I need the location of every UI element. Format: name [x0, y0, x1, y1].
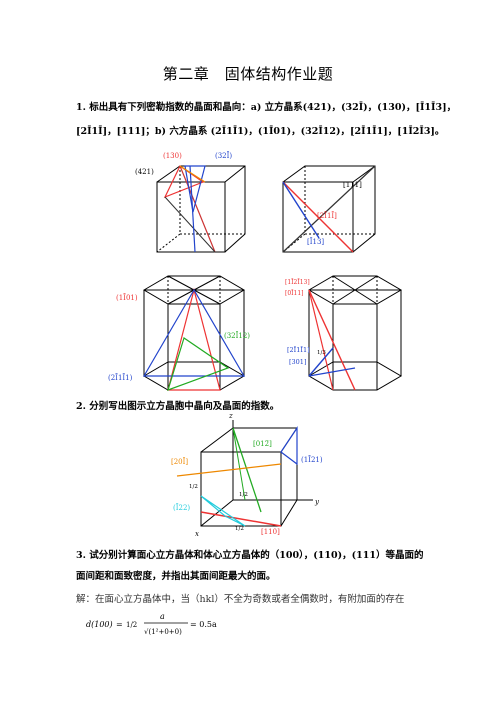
question-3-line-1: 3. 试分别计算面心立方晶体和体心立方晶体的（100），(110)，(111）等… — [76, 550, 424, 561]
label-1-21: (1Ī21) — [301, 455, 323, 464]
label-1-2-13: [1Ī2Ī13] — [285, 279, 310, 286]
label-1-13: [Ī13] — [307, 237, 324, 246]
page-title: 第二章 固体结构作业题 — [162, 65, 334, 83]
unit-cell-figure: z y x [012̄] [20Ī] (1Ī21) (Ī22) [110] 1/… — [171, 412, 323, 538]
formula-coef: 1/2 — [126, 621, 137, 629]
label-one-third: 1/3 — [317, 350, 326, 356]
label-122: (Ī22) — [173, 503, 190, 512]
half-label-2: 1/2 — [239, 492, 248, 498]
cubic-planes-figure: (130) (32Ī) (421) — [135, 151, 246, 253]
half-label-1: 1/2 — [189, 484, 198, 490]
label-1-101: (1Ī01) — [116, 293, 138, 302]
half-label-3: 1/2 — [235, 526, 244, 532]
hex-directions-figure: [1Ī2Ī13] [0Ī11] [2Ī1Ī1] [301] 1/3 — [285, 275, 402, 391]
label-421: (421) — [135, 168, 154, 176]
hex-planes-figure: (1Ī01) (32Ī12) (2Ī1Ī1) — [108, 275, 250, 391]
question-1-line-1: 1. 标出具有下列密勒指数的晶面和晶向：a) 立方晶系(421)，(32Ī)，(… — [76, 102, 457, 113]
label-2-1-1-1: [2Ī1Ī1] — [287, 345, 310, 354]
question-2: 2. 分别写出图示立方晶胞中晶向及晶面的指数。 — [76, 401, 280, 412]
formula-den: √(1²+0+0) — [144, 628, 182, 636]
axis-y-label: y — [314, 498, 320, 506]
label-110: [110] — [261, 528, 280, 536]
formula-d100: d(100) = 1/2 a √(1²+0+0) = 0.5a — [86, 612, 217, 636]
label-111: [111] — [343, 181, 362, 189]
label-130: (130) — [163, 152, 182, 160]
formula-equals: = — [116, 620, 123, 629]
label-20-1: [20Ī] — [171, 457, 188, 466]
cubic-directions-figure: [111] [2Ī1Ī] [Ī13] — [282, 165, 376, 253]
label-32-12: (32Ī12) — [224, 331, 250, 340]
axis-z-label: z — [228, 412, 233, 420]
label-2-11-1: (2Ī1Ī1) — [108, 373, 133, 382]
formula-lhs: d(100) — [86, 620, 113, 629]
formula-rhs: = 0.5a — [190, 620, 217, 629]
formula-num: a — [160, 612, 165, 621]
label-2-1-1: [2Ī1Ī] — [317, 211, 337, 220]
label-0-11: [0Ī11] — [285, 290, 304, 297]
question-3-line-2: 面间距和面致密度，并指出其面间距最大的面。 — [76, 571, 276, 582]
label-301: [301] — [289, 358, 306, 366]
axis-x-label: x — [195, 530, 199, 538]
question-1-line-2: [2Ī1Ī]，[111]；b) 六方晶系 (2Ī1Ī1)，(1Ī01)，(32Ī… — [76, 126, 445, 137]
answer-text: 解：在面心立方晶体中，当（hkl）不全为奇数或者全偶数时，有附加面的存在 — [76, 594, 405, 605]
label-32-1: (32Ī) — [215, 151, 232, 160]
label-012: [012̄] — [253, 440, 272, 448]
